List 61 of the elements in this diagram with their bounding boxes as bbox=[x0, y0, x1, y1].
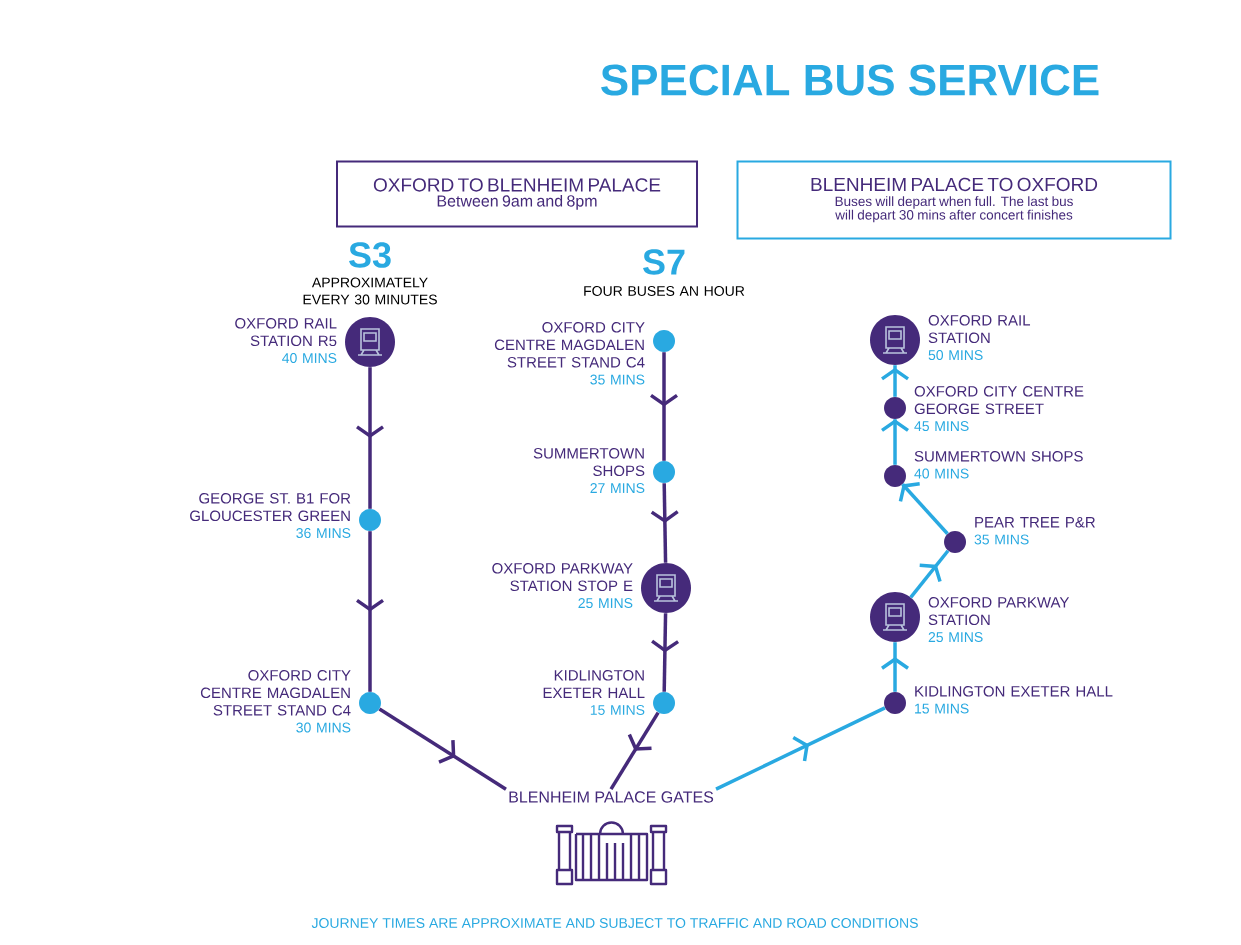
route-number: S3 bbox=[349, 242, 391, 268]
stop-dot bbox=[944, 531, 966, 553]
route-box: OXFORD TO BLENHEIM PALACE Between 9am and 8pm bbox=[336, 160, 698, 228]
journey-time: 35 MINS bbox=[974, 534, 1029, 545]
route-line bbox=[909, 549, 950, 599]
route-number: S7 bbox=[643, 249, 685, 275]
route-line bbox=[356, 367, 384, 509]
stop-name: SUMMERTOWN SHOPS bbox=[914, 451, 1083, 462]
station-circle bbox=[870, 315, 920, 365]
journey-time: 45 MINS bbox=[914, 421, 969, 432]
journey-time: 27 MINS bbox=[590, 483, 645, 494]
journey-time: 40 MINS bbox=[914, 468, 969, 479]
journey-time: 25 MINS bbox=[928, 632, 983, 643]
stop-dot bbox=[884, 692, 906, 714]
journey-time: 25 MINS bbox=[578, 598, 633, 609]
route-line bbox=[356, 531, 384, 692]
journey-time: 40 MINS bbox=[282, 353, 337, 364]
stop-name: PEAR TREE P&R bbox=[975, 517, 1095, 528]
station-circle bbox=[345, 317, 395, 367]
journey-time: 15 MINS bbox=[590, 704, 645, 715]
route-line bbox=[650, 483, 679, 563]
stop-name: GEORGE ST. B1 FOR GLOUCESTER GREEN bbox=[190, 493, 351, 522]
stop-name: OXFORD RAIL STATION R5 bbox=[235, 318, 337, 347]
stop-dot bbox=[653, 692, 675, 714]
stop-name: OXFORD PARKWAY STATION STOP E bbox=[492, 563, 633, 592]
route-line bbox=[881, 419, 909, 465]
stop-dot bbox=[359, 509, 381, 531]
stop-dot bbox=[359, 692, 381, 714]
journey-time: 15 MINS bbox=[915, 703, 969, 714]
stop-dot bbox=[653, 461, 675, 483]
stop-dot bbox=[884, 397, 906, 419]
stop-name: OXFORD CITY CENTRE GEORGE STREET bbox=[914, 386, 1084, 415]
route-line bbox=[378, 707, 507, 791]
stop-name: SUMMERTOWN SHOPS bbox=[533, 448, 645, 477]
stop-name: OXFORD RAIL STATION bbox=[928, 315, 1031, 344]
stop-name: KIDLINGTON EXETER HALL bbox=[915, 686, 1113, 697]
route-line bbox=[881, 642, 909, 692]
station-circle bbox=[870, 592, 920, 642]
frequency-note: FOUR BUSES AN HOUR bbox=[584, 286, 745, 296]
footnote: JOURNEY TIMES ARE APPROXIMATE AND SUBJECT TO TRAFFIC AND ROAD CONDITIONS bbox=[311, 918, 918, 928]
stop-name: OXFORD CITY CENTRE MAGDALEN STREET STAND C4 bbox=[494, 322, 645, 368]
route-line bbox=[651, 613, 680, 692]
stop-dot bbox=[653, 330, 675, 352]
route-line bbox=[609, 711, 660, 791]
route-line bbox=[881, 365, 909, 397]
title: SPECIAL BUS SERVICE bbox=[601, 64, 1099, 96]
destination-label: BLENHEIM PALACE GATES bbox=[509, 791, 714, 803]
route-line bbox=[650, 352, 678, 461]
journey-time: 35 MINS bbox=[590, 374, 645, 385]
stop-dot bbox=[884, 465, 906, 487]
stop-name: OXFORD PARKWAY STATION bbox=[928, 597, 1070, 626]
journey-time: 30 MINS bbox=[296, 722, 351, 733]
station-circle bbox=[641, 563, 691, 613]
route-box: BLENHEIM PALACE TO OXFORD Buses will depart when full. The last bus will depart 30 mins after concert finishes bbox=[736, 160, 1172, 240]
frequency-note: APPROXIMATELY EVERY 30 MINUTES bbox=[303, 277, 437, 305]
route-line bbox=[715, 706, 886, 791]
stop-name: KIDLINGTON EXETER HALL bbox=[543, 670, 645, 698]
stop-name: OXFORD CITY CENTRE MAGDALEN STREET STAND C4 bbox=[200, 670, 351, 716]
route-line bbox=[898, 482, 949, 535]
journey-time: 36 MINS bbox=[296, 528, 351, 539]
journey-time: 50 MINS bbox=[928, 350, 983, 361]
